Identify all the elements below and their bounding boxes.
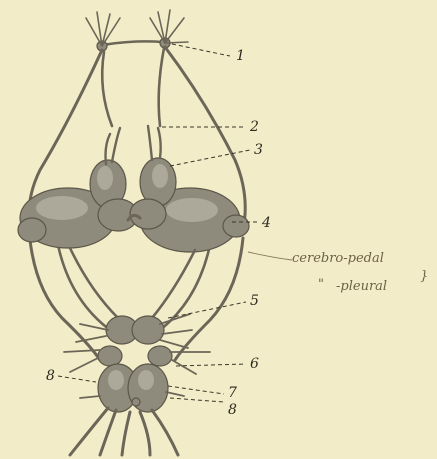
label-8-left: 8 [46, 368, 55, 384]
handwritten-brace: } [420, 269, 428, 284]
label-6: 6 [250, 356, 259, 372]
handwritten-line-2: -pleural [336, 279, 387, 294]
label-4: 4 [261, 215, 271, 231]
label-8-right: 8 [228, 402, 237, 418]
label-5: 5 [250, 293, 259, 309]
label-2: 2 [249, 119, 259, 135]
label-1: 1 [236, 48, 245, 64]
handwritten-ditto-mark: " [318, 277, 324, 292]
visceral-ganglia [98, 364, 168, 412]
handwritten-line-1: cerebro-pedal [292, 251, 384, 266]
label-7: 7 [228, 385, 237, 401]
label-3: 3 [254, 142, 263, 158]
